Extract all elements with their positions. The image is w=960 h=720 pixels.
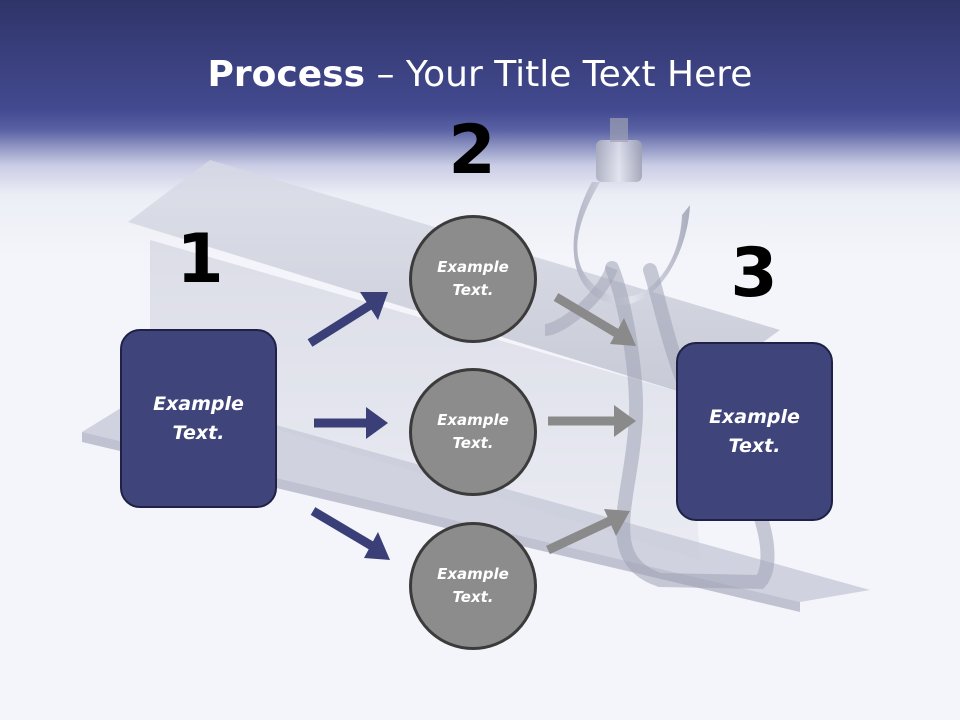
circle-1-line1: Example bbox=[437, 258, 509, 276]
circle-2-line1: Example bbox=[437, 411, 509, 429]
slide-title: Process – Your Title Text Here bbox=[0, 52, 960, 98]
step-number-3: 3 bbox=[730, 234, 778, 313]
step-number-2: 2 bbox=[448, 111, 496, 190]
box-start-line1: Example bbox=[153, 392, 244, 415]
circle-3-line2: Text. bbox=[452, 588, 494, 606]
box-end-line2: Text. bbox=[728, 434, 781, 457]
circle-3-line1: Example bbox=[437, 565, 509, 583]
box-start-line2: Text. bbox=[172, 421, 225, 444]
step-number-1: 1 bbox=[176, 220, 224, 299]
title-rest: – Your Title Text Here bbox=[365, 54, 753, 95]
circle-2-line2: Text. bbox=[452, 434, 494, 452]
title-bold: Process bbox=[207, 54, 366, 95]
circle-1-line2: Text. bbox=[452, 281, 494, 299]
box-end-line1: Example bbox=[709, 405, 800, 428]
